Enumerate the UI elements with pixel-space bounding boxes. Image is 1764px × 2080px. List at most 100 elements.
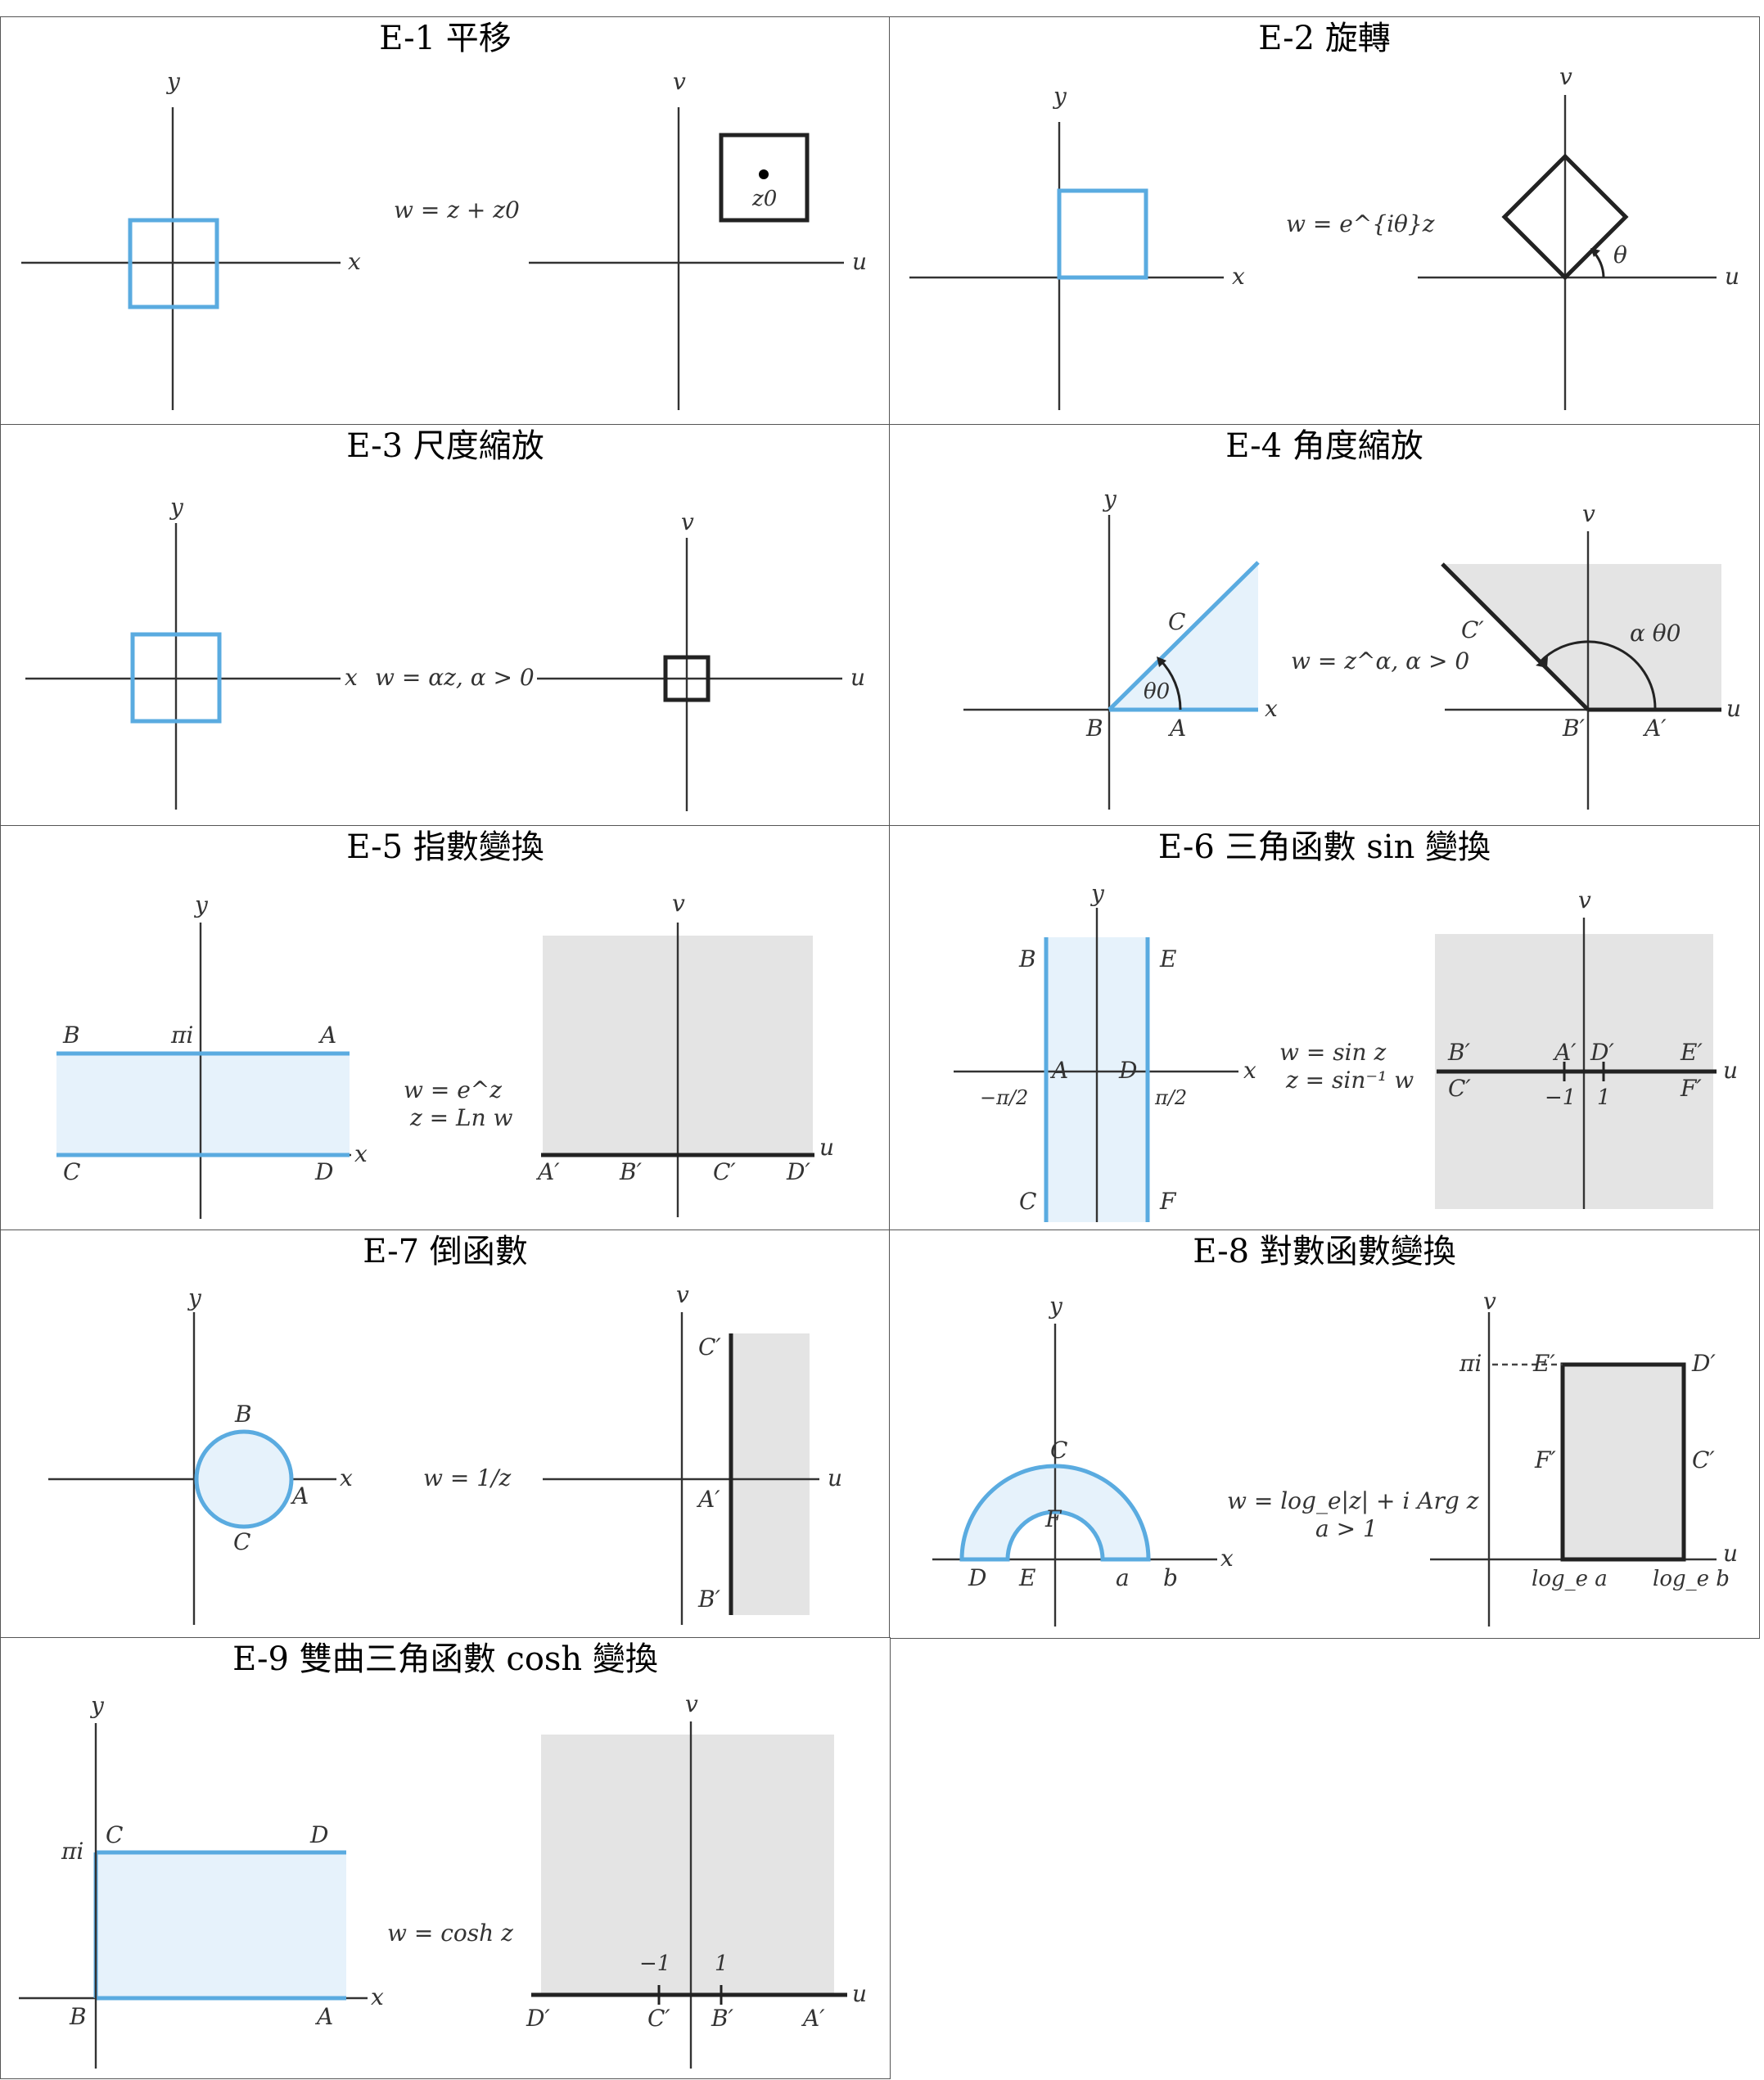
label-Dp: D′ bbox=[526, 2005, 550, 2032]
e6-diagram: y x B E A D −π/2 π/2 C F w = sin z z = s… bbox=[954, 880, 1738, 1222]
cell-title: E-3 尺度縮放 bbox=[346, 427, 544, 465]
theta0-arrowhead bbox=[1157, 656, 1166, 667]
label-v: v bbox=[1483, 1288, 1496, 1315]
e7-diagram: y x B A C w = 1/z v u C′ A′ B′ bbox=[48, 1281, 842, 1625]
label-v: v bbox=[685, 1690, 698, 1717]
source-square bbox=[128, 218, 219, 309]
label-A: A bbox=[1167, 715, 1186, 742]
label-one: 1 bbox=[1597, 1085, 1611, 1110]
e9-diagram: y x πi C D B A w = cosh z −1 1 v u D′ C′… bbox=[19, 1690, 867, 2069]
label-B: B bbox=[62, 1022, 80, 1049]
label-theta: θ bbox=[1613, 241, 1627, 268]
cell-title: E-9 雙曲三角函數 cosh 變換 bbox=[232, 1640, 658, 1678]
label-B: B bbox=[234, 1401, 252, 1428]
label-v: v bbox=[1582, 500, 1595, 527]
annulus-region bbox=[962, 1466, 1148, 1559]
label-C: C bbox=[106, 1821, 123, 1848]
image-rectangle-fill bbox=[1563, 1365, 1684, 1559]
label-y: y bbox=[1102, 485, 1117, 512]
label-E: E bbox=[1159, 945, 1176, 972]
alpha-theta0-arc bbox=[1538, 640, 1657, 711]
e8-diagram: y x C F D E a b w = log_e|z| + i Arg z a… bbox=[932, 1288, 1738, 1627]
formula: w = cosh z bbox=[387, 1920, 513, 1947]
cell-e5-exponential: E-5 指數變換 B πi A C D y x w = e^z z = Ln w… bbox=[0, 825, 891, 1231]
label-y: y bbox=[1048, 1293, 1063, 1320]
e5-diagram: B πi A C D y x w = e^z z = Ln w A′ B′ C′… bbox=[56, 890, 834, 1219]
label-v: v bbox=[1578, 887, 1591, 914]
label-D: D bbox=[1118, 1057, 1137, 1084]
label-Cp: C′ bbox=[647, 2005, 670, 2032]
formula: w = z^α, α > 0 bbox=[1291, 647, 1469, 675]
theta0-arc bbox=[1158, 658, 1182, 711]
label-F: F bbox=[1159, 1188, 1177, 1215]
label-C: C bbox=[233, 1528, 250, 1555]
label-y: y bbox=[165, 68, 181, 95]
label-x: x bbox=[1220, 1545, 1234, 1572]
label-y: y bbox=[193, 891, 209, 918]
label-v: v bbox=[681, 508, 694, 535]
cell-title: E-4 角度縮放 bbox=[1225, 427, 1423, 465]
label-y: y bbox=[1052, 83, 1067, 110]
image-half-plane bbox=[731, 1333, 810, 1615]
z0-point bbox=[759, 169, 769, 179]
cell-e1-translation: E-1 平移 y x w = z + z0 z0 v u bbox=[0, 16, 891, 426]
scaled-square bbox=[663, 655, 711, 702]
source-disk bbox=[194, 1429, 294, 1529]
label-logb: log_e b bbox=[1653, 1567, 1730, 1591]
label-C: C bbox=[63, 1158, 80, 1185]
label-pii: πi bbox=[1459, 1350, 1482, 1377]
label-Ap: A′ bbox=[801, 2005, 825, 2032]
formula: w = αz, α > 0 bbox=[375, 664, 535, 691]
e1-diagram: y x w = z + z0 z0 v u bbox=[21, 68, 867, 410]
translated-square bbox=[719, 133, 810, 223]
label-B: B bbox=[1018, 945, 1036, 972]
label-C: C bbox=[1050, 1437, 1067, 1464]
cell-title: E-8 對數函數變換 bbox=[1193, 1233, 1456, 1270]
label-Dp: D′ bbox=[1590, 1039, 1614, 1066]
cell-e8-logarithm: E-8 對數函數變換 y x C F D E a b w = log_e|z| … bbox=[889, 1230, 1760, 1639]
label-neg-pi-2: −π/2 bbox=[980, 1086, 1028, 1109]
source-square bbox=[1057, 188, 1148, 280]
formula: w = z + z0 bbox=[394, 196, 520, 223]
formula-1: w = log_e|z| + i Arg z bbox=[1227, 1487, 1479, 1514]
label-x: x bbox=[1243, 1057, 1256, 1084]
label-Bp: B′ bbox=[619, 1158, 643, 1185]
label-A: A bbox=[314, 2003, 333, 2030]
label-D: D bbox=[314, 1158, 333, 1185]
label-B: B bbox=[69, 2003, 87, 2030]
label-a: a bbox=[1116, 1564, 1130, 1591]
label-u: u bbox=[819, 1134, 834, 1161]
label-u: u bbox=[1723, 1057, 1738, 1084]
label-Cp: C′ bbox=[698, 1333, 721, 1360]
label-C: C bbox=[1019, 1188, 1036, 1215]
label-y: y bbox=[1090, 880, 1105, 907]
label-pii: πi bbox=[170, 1022, 193, 1049]
label-F: F bbox=[1044, 1505, 1062, 1532]
label-Ep: E′ bbox=[1532, 1350, 1555, 1377]
cell-e4-angle-scaling: E-4 角度縮放 C θ0 B A y x w = z^α, α > 0 α θ… bbox=[889, 424, 1760, 827]
cell-title: E-5 指數變換 bbox=[346, 828, 544, 866]
cell-title: E-6 三角函數 sin 變換 bbox=[1157, 828, 1491, 866]
rotated-square bbox=[1501, 153, 1629, 281]
label-A: A bbox=[1049, 1057, 1068, 1084]
label-Dp: D′ bbox=[1691, 1350, 1716, 1377]
label-pii: πi bbox=[61, 1838, 83, 1865]
label-one: 1 bbox=[715, 1951, 729, 1976]
label-Cp: C′ bbox=[1448, 1075, 1471, 1102]
label-Bp: B′ bbox=[1562, 715, 1586, 742]
label-u: u bbox=[828, 1464, 842, 1491]
formula-2: z = Ln w bbox=[409, 1104, 513, 1131]
label-loga: log_e a bbox=[1532, 1567, 1608, 1591]
formula: w = 1/z bbox=[423, 1464, 511, 1491]
label-y: y bbox=[187, 1284, 202, 1311]
label-E: E bbox=[1018, 1564, 1035, 1591]
label-x: x bbox=[340, 1464, 353, 1491]
label-neg1: −1 bbox=[639, 1951, 670, 1976]
label-z0: z0 bbox=[751, 187, 777, 211]
formula-1: w = e^z bbox=[404, 1076, 502, 1103]
annulus-boundary bbox=[959, 1464, 1151, 1562]
label-u: u bbox=[850, 664, 865, 691]
label-x: x bbox=[371, 1983, 384, 2010]
formula-1: w = sin z bbox=[1279, 1039, 1386, 1066]
label-u: u bbox=[1726, 695, 1741, 722]
